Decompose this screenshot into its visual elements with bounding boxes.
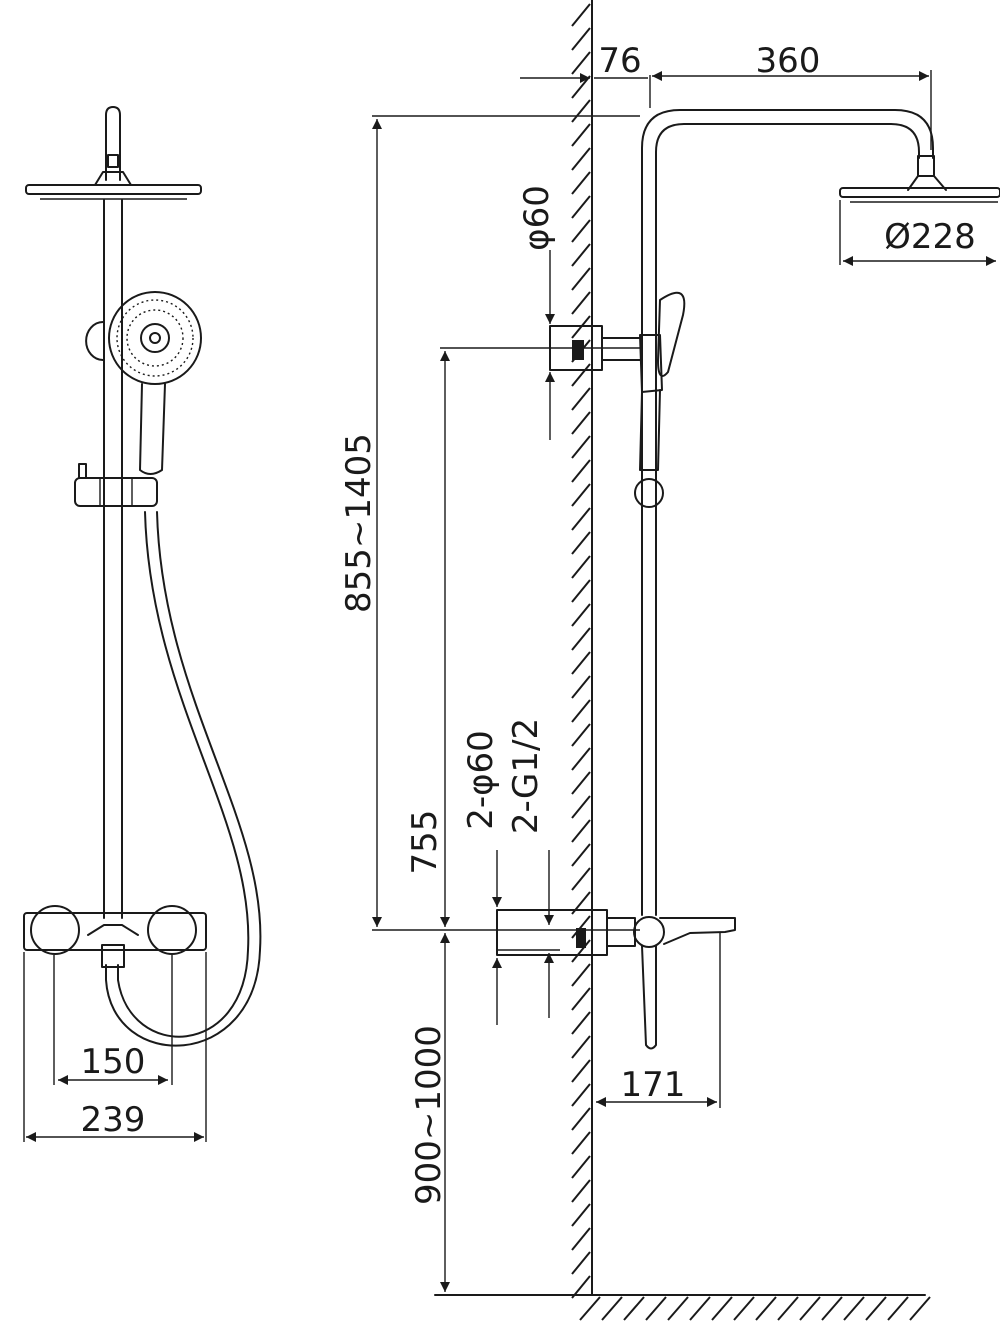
floor-hatch-line [865,1296,887,1321]
floor-hatch-line [623,1296,645,1321]
wall-hatch-line [571,507,591,531]
wall-hatch-line [571,651,591,675]
wall-hatch-line [571,1107,591,1131]
wall-hatch-line [571,387,591,411]
wall-hatch-line [571,699,591,723]
side-view: 76 360 Ø228 φ60 855~1405 755 900~1000 2-… [339,0,1000,1321]
wall-hatch-line [571,963,591,987]
floor-hatch-line [821,1296,843,1321]
wall-hatch-line [571,915,591,939]
wall-hatch-line [571,435,591,459]
floor-hatch-line [667,1296,689,1321]
wall-hatch-line [571,555,591,579]
hand-shower-side [634,291,686,508]
rain-shower-head-front [25,171,202,200]
dim-inlet-thread: 2-G1/2 [506,718,546,834]
dim-head-diameter: Ø228 [884,217,976,257]
floor-hatch-line [887,1296,909,1321]
wall-hatch-line [571,147,591,171]
wall-hatch-line [571,939,591,963]
wall-hatch-line [571,1059,591,1083]
floor-hatch-line [645,1296,667,1321]
dim-wall-offset: 76 [598,41,641,81]
wall-hatch-line [571,747,591,771]
wall-hatch-line [571,1083,591,1107]
hand-shower-front [108,291,202,475]
wall-hatch-line [571,75,591,99]
wall-hatch-line [571,1179,591,1203]
wall-hatch-line [571,411,591,435]
floor-section [434,1294,931,1321]
wall-hatch-line [571,795,591,819]
wall-hatch-line [571,1011,591,1035]
hose-front [105,511,262,1047]
dim-spout-reach: 171 [621,1065,686,1105]
mixer-body-front [23,905,207,968]
slide-bracket-front [74,463,158,507]
wall-hatch-line [571,843,591,867]
wall-hatch-line [571,51,591,75]
wall-hatch-line [571,1203,591,1227]
floor-hatch-line [711,1296,733,1321]
dim-arm-reach: 360 [756,41,821,81]
wall-hatch-line [571,459,591,483]
wall-section [571,0,593,1299]
wall-hatch-line [571,579,591,603]
wall-hatch-line [571,1131,591,1155]
mixer-body-side [496,909,736,1050]
wall-hatch-line [571,195,591,219]
riser-bar-front [103,199,123,919]
wall-hatch-line [571,99,591,123]
wall-hatch-line [571,675,591,699]
floor-hatch-line [777,1296,799,1321]
dim-install-height: 900~1000 [409,1025,449,1205]
wall-hatch-line [571,987,591,1011]
front-view: 150 239 [23,106,262,1142]
rain-shower-head-side [839,155,1000,203]
dim-mixer-width: 239 [81,1100,146,1140]
wall-hatch-line [571,243,591,267]
wall-hatch-line [571,1035,591,1059]
wall-hatch-line [571,483,591,507]
dim-flange-diameter: 2-φ60 [461,730,501,830]
wall-hatch-line [571,363,591,387]
wall-hatch-line [571,291,591,315]
wall-hatch-line [571,627,591,651]
wall-hatch-line [571,819,591,843]
wall-hatch-line [571,603,591,627]
wall-hatch-line [571,723,591,747]
wall-hatch-line [571,1155,591,1179]
dim-bar-to-bracket: 755 [405,810,445,875]
wall-hatch-line [571,867,591,891]
wall-hatch-line [571,3,591,27]
wall-hatch-line [571,1227,591,1251]
dim-bracket-diameter: φ60 [517,185,557,251]
wall-hatch-line [571,219,591,243]
floor-hatch-line [733,1296,755,1321]
floor-hatch-line [843,1296,865,1321]
dim-inlet-spacing: 150 [81,1042,146,1082]
floor-hatch-line [909,1296,931,1321]
wall-hatch-line [571,171,591,195]
dim-height-range: 855~1405 [339,433,379,613]
wall-hatch-line [571,771,591,795]
floor-hatch-line [799,1296,821,1321]
wall-hatch-line [571,1251,591,1275]
wall-hatch-line [571,123,591,147]
floor-hatch-line [755,1296,777,1321]
wall-hatch-line [571,531,591,555]
floor-hatch-line [601,1296,623,1321]
floor-hatch-line [689,1296,711,1321]
wall-hatch-line [571,27,591,51]
floor-hatch-line [579,1296,601,1321]
wall-hatch-line [571,267,591,291]
